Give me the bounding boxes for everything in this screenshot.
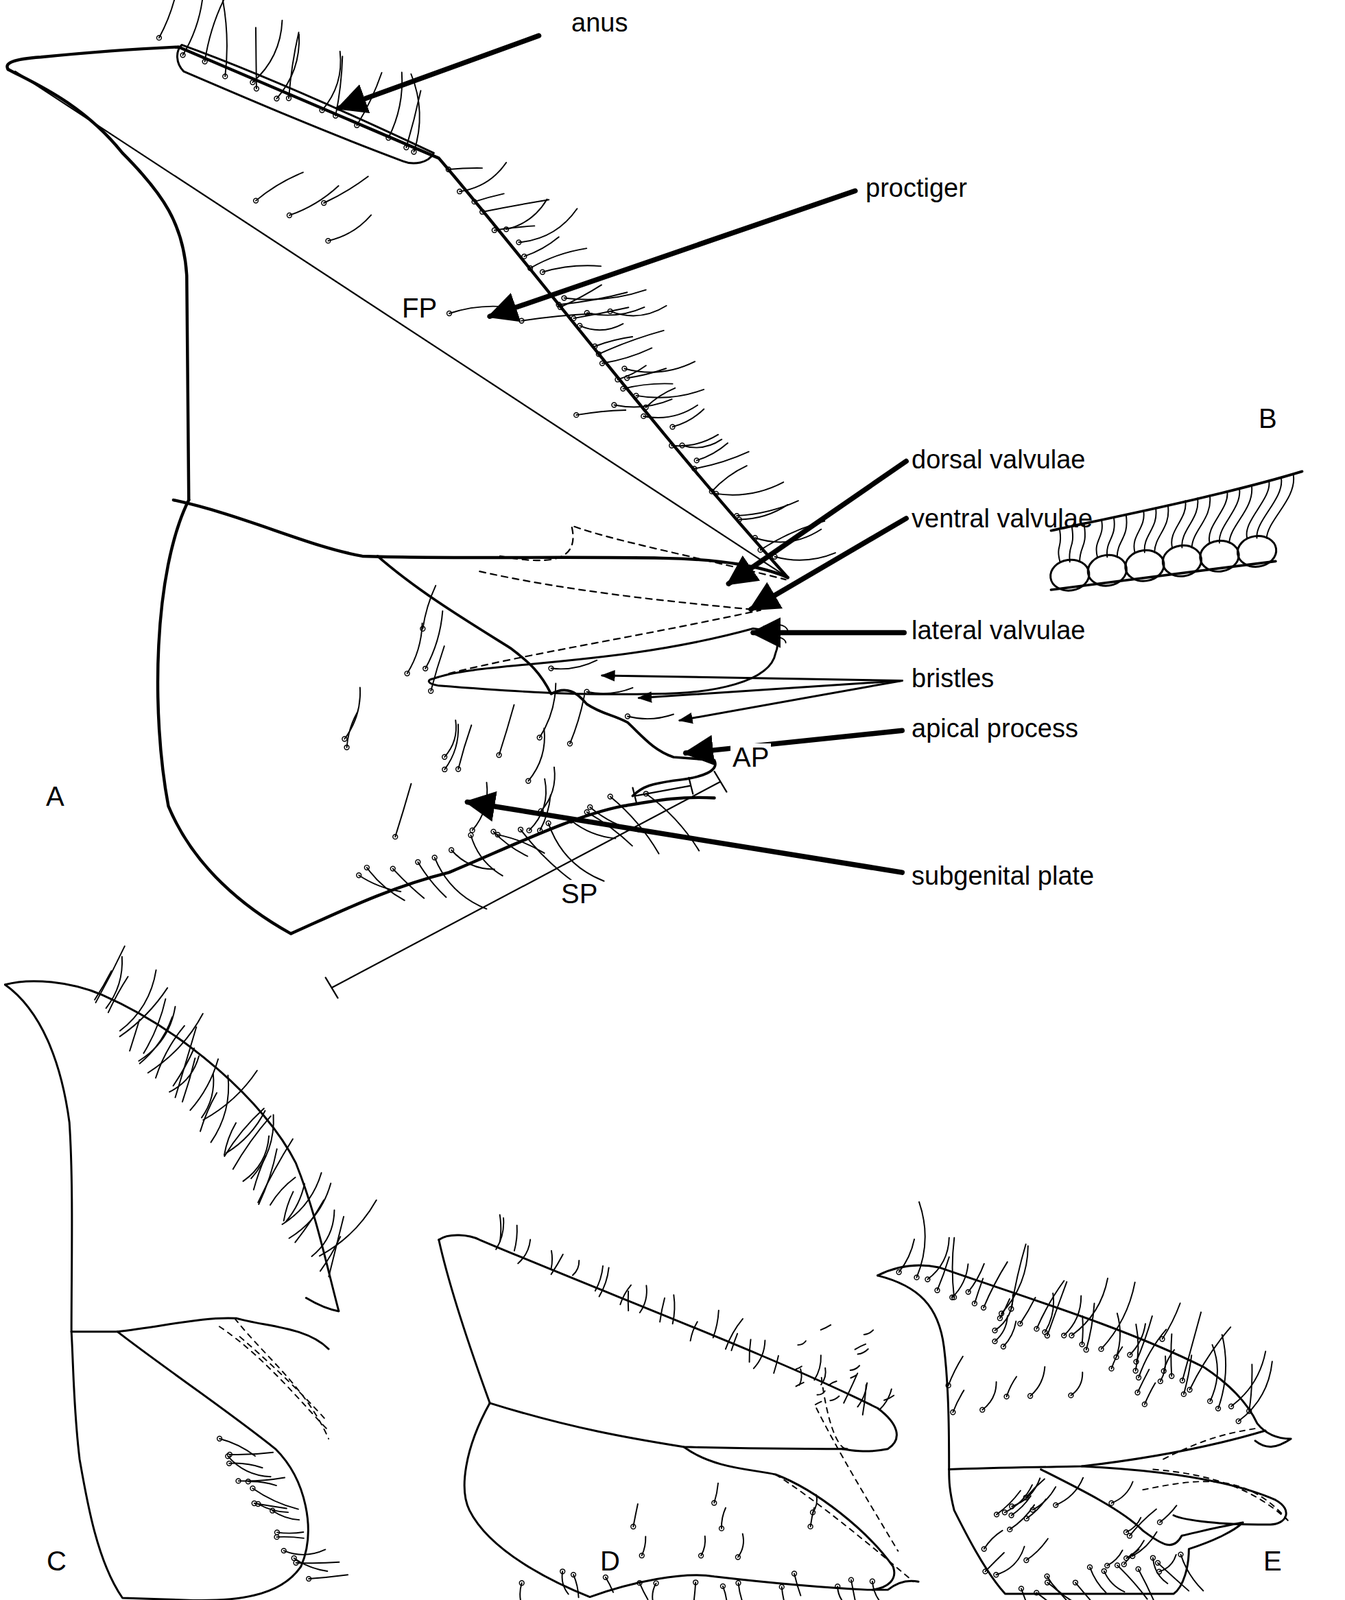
measure-label: AP [730, 743, 771, 771]
figure-a [6, 44, 788, 998]
part-label: dorsal valvulae [911, 446, 1086, 473]
measure-label: FP [399, 294, 439, 322]
part-label: proctiger [865, 174, 968, 201]
part-label: subgenital plate [911, 862, 1094, 889]
figure-e [877, 1265, 1292, 1594]
part-label: bristles [911, 665, 994, 692]
figure-d [438, 1235, 919, 1598]
panel-letter: C [46, 1547, 67, 1575]
panel-letter: D [600, 1547, 621, 1575]
leader-arrows [338, 35, 907, 873]
part-label: lateral valvulae [911, 617, 1086, 644]
measure-label: SP [558, 879, 600, 908]
part-label: apical process [911, 715, 1079, 742]
figure-c [4, 981, 339, 1600]
bristle-arrows [602, 675, 902, 721]
panel-letter: B [1258, 404, 1278, 433]
part-label: anus [571, 9, 628, 36]
panel-letter: E [1263, 1547, 1282, 1575]
part-label: ventral valvulae [911, 505, 1093, 532]
panel-letter: A [45, 782, 65, 811]
figure-b [1048, 471, 1303, 593]
